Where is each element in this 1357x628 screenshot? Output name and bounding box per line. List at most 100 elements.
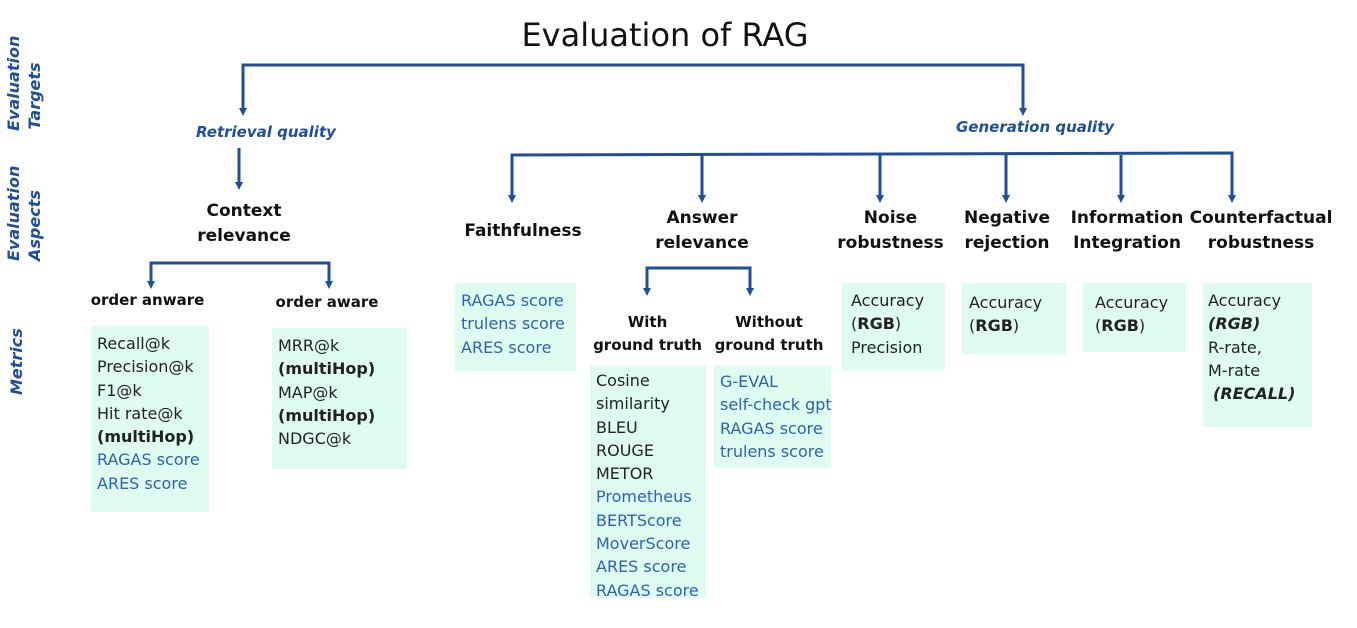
- aspect-answer-relevance-line1: Answer: [666, 208, 738, 228]
- aspect-counterfactual-robustness: Counterfactual robustness: [1186, 206, 1336, 256]
- metrics-box-information-integration: Accuracy (RGB): [1083, 283, 1186, 352]
- metric-map: MAP@k: [278, 382, 338, 402]
- metric-hit-rate: Hit rate@k: [97, 403, 183, 423]
- subaspect-with-ground-truth: With ground truth: [585, 311, 710, 357]
- metric-rgb: (RGB): [1208, 314, 1261, 334]
- paren-open: (: [851, 314, 858, 334]
- aspect-negative-rejection-line2: rejection: [964, 233, 1050, 253]
- metric-accuracy: Accuracy: [1095, 293, 1169, 312]
- paren-close: ): [1138, 316, 1146, 336]
- metric-rgb-line: (RGB): [969, 314, 1060, 337]
- metric-cosine: Cosine: [596, 371, 650, 390]
- subaspect-with-gt-line2: ground truth: [593, 336, 702, 354]
- metrics-box-noise-robustness: Accuracy (RGB) Precision: [842, 283, 945, 370]
- aspect-context-relevance-line1: Context: [206, 201, 282, 221]
- aspect-information-integration-line2: Integration: [1073, 233, 1181, 253]
- metric-accuracy: Accuracy: [851, 291, 925, 310]
- metric-multihop: (multiHop): [278, 405, 376, 425]
- generation-split-connector: [510, 151, 1234, 197]
- metric-trulens-score: trulens score: [720, 441, 824, 461]
- subaspect-with-gt-line1: With: [627, 313, 668, 331]
- metric-ares-score: ARES score: [461, 337, 552, 357]
- aspect-information-integration: Information Integration: [1066, 206, 1188, 256]
- side-label-metrics-text: Metrics: [7, 328, 26, 395]
- metric-rgb-line: (RGB): [1095, 314, 1180, 337]
- metric-rgb-line: (RGB): [851, 312, 939, 335]
- side-label-targets-line1: Evaluation: [4, 35, 23, 131]
- side-label-aspects-line2: Aspects: [25, 190, 44, 261]
- metric-rouge: ROUGE: [596, 440, 654, 460]
- metric-precision: Precision@k: [97, 357, 194, 377]
- side-label-metrics: Metrics: [6, 328, 28, 395]
- answer-split-connector: [645, 266, 752, 290]
- metrics-box-order-unaware: Recall@k Precision@k F1@k Hit rate@k (mu…: [91, 326, 209, 512]
- subaspect-without-gt-line2: ground truth: [714, 336, 824, 354]
- metric-rgb: RGB: [975, 316, 1013, 336]
- metrics-box-without-ground-truth: G-EVAL self-check gpt RAGAS score trulen…: [714, 366, 832, 468]
- context-split-connector: [149, 261, 331, 285]
- aspect-answer-relevance: Answer relevance: [642, 206, 762, 256]
- metric-metor: METOR: [596, 464, 654, 484]
- metric-ragas-score: RAGAS score: [720, 418, 823, 438]
- target-generation-quality: Generation quality: [956, 118, 1115, 136]
- metric-trulens-score: trulens score: [461, 314, 565, 334]
- metric-ragas-score: RAGAS score: [596, 580, 699, 600]
- metric-bertscore: BERTScore: [596, 510, 682, 530]
- subaspect-order-unaware: order anware: [90, 291, 205, 309]
- metric-ares-score: ARES score: [97, 473, 188, 493]
- metrics-box-faithfulness: RAGAS score trulens score ARES score: [455, 283, 576, 371]
- title-connector: [241, 63, 1025, 112]
- metrics-box-negative-rejection: Accuracy (RGB): [962, 283, 1066, 354]
- metrics-box-with-ground-truth: Cosine similarity BLEU ROUGE METOR Prome…: [590, 366, 706, 600]
- metric-m-rate: M-rate: [1208, 360, 1261, 380]
- metric-g-eval: G-EVAL: [720, 372, 779, 391]
- aspect-context-relevance: Context relevance: [184, 199, 304, 249]
- metric-ragas-score: RAGAS score: [97, 450, 200, 470]
- metric-multihop: (multiHop): [278, 359, 376, 379]
- metric-ragas-score: RAGAS score: [461, 291, 564, 310]
- aspect-information-integration-line1: Information: [1070, 208, 1184, 228]
- metric-accuracy: Accuracy: [1208, 291, 1282, 310]
- target-retrieval-quality: Retrieval quality: [196, 123, 336, 141]
- aspect-negative-rejection: Negative rejection: [952, 206, 1062, 256]
- subaspect-without-gt-line1: Without: [735, 313, 803, 331]
- metric-recall: (RECALL): [1213, 384, 1296, 404]
- aspect-counterfactual-robustness-line2: robustness: [1207, 233, 1315, 253]
- aspect-answer-relevance-line2: relevance: [655, 233, 749, 253]
- diagram-title: Evaluation of RAG: [521, 16, 809, 54]
- side-label-targets: Evaluation Targets: [3, 35, 45, 131]
- metric-accuracy: Accuracy: [969, 293, 1043, 312]
- aspect-context-relevance-line2: relevance: [197, 226, 291, 246]
- aspect-noise-robustness-line1: Noise: [863, 208, 918, 228]
- subaspect-without-ground-truth: Without ground truth: [708, 311, 830, 357]
- metric-ndgc: NDGC@k: [278, 429, 352, 449]
- side-label-aspects-line1: Evaluation: [4, 165, 23, 261]
- paren-close: ): [1012, 316, 1020, 336]
- metric-similarity: similarity: [596, 394, 670, 414]
- subaspect-order-aware: order aware: [275, 293, 379, 311]
- metric-multihop: (multiHop): [97, 427, 195, 447]
- metric-mrr: MRR@k: [278, 336, 340, 355]
- aspect-faithfulness: Faithfulness: [464, 221, 582, 241]
- metric-moverscore: MoverScore: [596, 534, 691, 554]
- aspect-noise-robustness-line2: robustness: [837, 233, 944, 253]
- paren-open: (: [969, 316, 976, 336]
- metrics-box-order-aware: MRR@k (multiHop) MAP@k (multiHop) NDGC@k: [272, 328, 407, 469]
- metric-r-rate: R-rate,: [1208, 337, 1262, 357]
- metric-rgb: RGB: [857, 314, 895, 334]
- metrics-box-counterfactual-robustness: Accuracy (RGB) R-rate, M-rate (RECALL): [1203, 283, 1312, 427]
- metric-rgb: RGB: [1101, 316, 1139, 336]
- side-label-aspects: Evaluation Aspects: [3, 165, 45, 261]
- metric-prometheus: Prometheus: [596, 487, 692, 507]
- aspect-counterfactual-robustness-line1: Counterfactual: [1189, 208, 1333, 228]
- aspect-negative-rejection-line1: Negative: [964, 208, 1050, 228]
- metric-ares-score: ARES score: [596, 557, 687, 577]
- metric-f1: F1@k: [97, 380, 142, 400]
- metric-recall: Recall@k: [97, 334, 170, 353]
- aspect-noise-robustness: Noise robustness: [828, 206, 953, 256]
- metric-bleu: BLEU: [596, 417, 638, 437]
- paren-close: ): [894, 314, 902, 334]
- paren-open: (: [1095, 316, 1102, 336]
- metric-self-check-gpt: self-check gpt: [720, 395, 832, 415]
